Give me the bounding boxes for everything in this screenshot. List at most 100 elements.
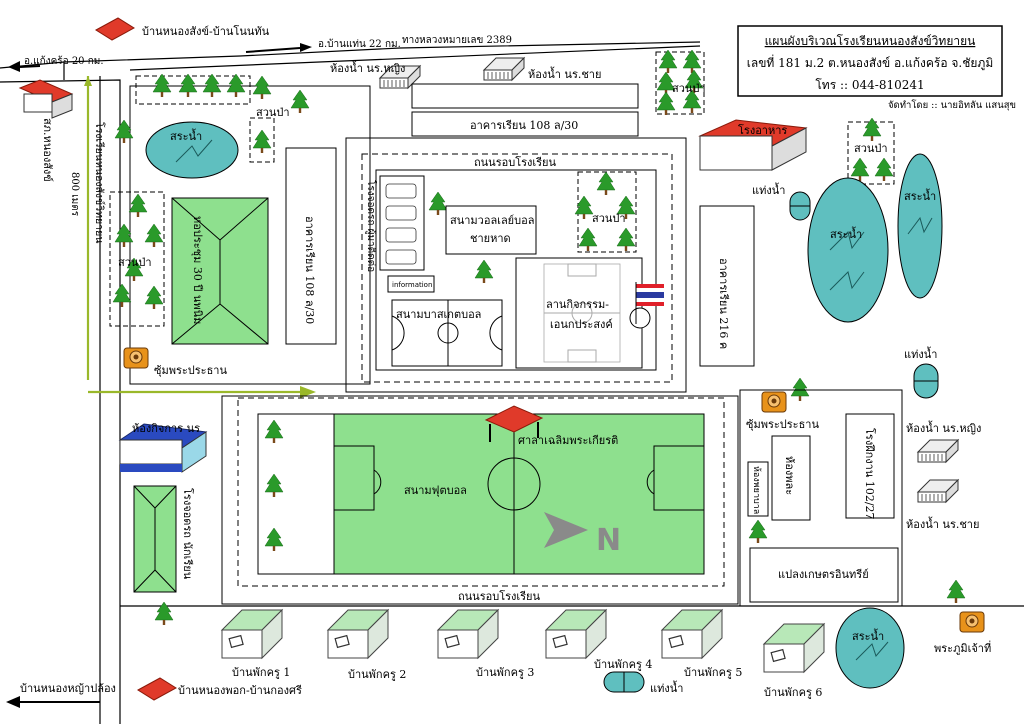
toilet-icon (917, 479, 959, 503)
farm-label: แปลงเกษตรอินทรีย์ (778, 568, 869, 581)
garden-top-right: สวนป่า (655, 49, 706, 116)
police-box: สภ.หนองสังข์ (18, 79, 74, 182)
garden-label: สวนป่า (592, 212, 626, 225)
basketball-label: สนามบาสเกตบอล (396, 308, 481, 321)
beach-volleyball: สนามวอลเลย์บอล ชายหาด (445, 205, 537, 255)
auditorium: หอประชุม 30 ปี นพนิม (171, 197, 269, 345)
pavilion-label: ศาลาเฉลิมพระเกียรติ (518, 434, 618, 447)
top-roads: บ้านหนองสังข์-บ้านโนนทัน อ.บ้านแท่น 22 ก… (24, 17, 512, 67)
house-label: บ้านพักครู 5 (684, 666, 742, 679)
parking-label: โรงจอดรถ ผู้มาติดต่อ (365, 180, 378, 272)
shrine-icon (959, 611, 985, 633)
water-tank-label: แท่งน้ำ (752, 182, 785, 197)
garden-label: สวนป่า (256, 106, 290, 119)
activity-room-label: ห้องกิจการ นร (132, 422, 200, 435)
toilet-male-top-label: ห้องน้ำ นร.ชาย (528, 66, 601, 81)
pond-label: สระน้ำ (852, 628, 884, 643)
shrine-icon (123, 347, 149, 369)
pe-room-label: ห้องพละ (783, 456, 796, 495)
building-216: อาคารเรียน 216 ค (699, 205, 755, 367)
football-label: สนามฟุตบอล (404, 484, 467, 497)
pe-room: ห้องพละ (771, 435, 811, 521)
bottom-left-road-label: บ้านหนองหญ้าปล้อง (20, 682, 116, 695)
info-author: จัดทำโดย :: นายอิทลัน แสนสุข (888, 99, 1016, 111)
nurse-room-label: ห้องพยาบาล (751, 466, 762, 514)
toilet-icon (483, 57, 525, 81)
water-tank-label: แท่งน้ำ (904, 346, 937, 361)
road-to-kaeng-khro: อ.แก้งคร้อ 20 กม. (24, 55, 104, 67)
basketball-court: สนามบาสเกตบอล (391, 299, 503, 367)
water-tank-bottom: แท่งน้ำ (603, 671, 683, 695)
garden-center: สวนป่า (574, 171, 637, 253)
building-216-label: อาคารเรียน 216 ค (717, 258, 730, 349)
multipurpose-label-2: เอนกประสงค์ (550, 318, 613, 331)
direction-arrows (6, 43, 312, 708)
pond-label: สระน้ำ (904, 188, 936, 203)
thai-flag-icon (629, 282, 664, 329)
garden-right: สวนป่า (847, 117, 895, 185)
info-box: แผนผังบริเวณโรงเรียนหนองสังข์วิทยายน เลข… (737, 25, 1016, 111)
village-roof-icon (95, 17, 135, 41)
garden-label: สวนป่า (854, 142, 888, 155)
house-label: บ้านพักครู 3 (476, 666, 534, 679)
nurse-room: ห้องพยาบาล (747, 461, 769, 517)
toilet-male-right-label: ห้องน้ำ นร.ชาย (906, 516, 979, 531)
garden-label: สวนป่า (672, 82, 706, 95)
police-box-label: สภ.หนองสังข์ (41, 118, 54, 182)
activity-room: ห้องกิจการ นร (118, 422, 208, 473)
water-tank-right: แท่งน้ำ (904, 346, 939, 399)
building-108-side-label: อาคารเรียน 108 ล/30 (303, 216, 316, 324)
student-parking-label: โรงจอดรถ นักเรียน (181, 488, 195, 580)
parking: โรงจอดรถ ผู้มาติดต่อ (365, 175, 425, 272)
info-phone: โทร :: 044-810241 (815, 78, 924, 92)
house-label: บ้านพักครู 1 (232, 666, 290, 679)
pond-top-left: สระน้ำ (145, 121, 239, 179)
cafeteria-label: โรงอาหาร (738, 123, 787, 137)
shrine-icon (761, 391, 787, 413)
toilet-female-top-label: ห้องน้ำ นร.หญิง (330, 60, 405, 75)
guardian-shrine-label: พระภูมิเจ้าที่ (934, 640, 991, 655)
highway-label: ทางหลวงหมายเลข 2389 (402, 35, 512, 46)
multipurpose-label: ลานกิจกรรม- (546, 298, 609, 311)
football-field: สนามฟุตบอล (257, 413, 705, 575)
garden-small-top: สวนป่า (249, 75, 310, 163)
shrine-right-label: ซุ้มพระประธาน (746, 418, 819, 431)
pond-label: สระน้ำ (830, 226, 862, 241)
pavilion: ศาลาเฉลิมพระเกียรติ (484, 405, 618, 447)
workshop-label: โรงฝึกงาน 102/27 (863, 428, 877, 520)
house-label: บ้านพักครู 4 (594, 658, 652, 671)
pond-bottom-right: สระน้ำ (835, 607, 905, 689)
auditorium-label: หอประชุม 30 ปี นพนิม (191, 216, 204, 324)
cafeteria: โรงอาหาร (698, 119, 808, 171)
ring-road-top-label: ถนนรอบโรงเรียน (474, 155, 556, 169)
teacher-houses: บ้านพักครู 1 บ้านพักครู 2 บ้านพักครู 3 บ… (221, 609, 825, 699)
pond-label: สระน้ำ (170, 128, 202, 143)
water-tank-top: แท่งน้ำ (752, 182, 811, 221)
north-arrow-icon: N (544, 512, 621, 558)
distance-label: 800 เมตร (69, 172, 80, 217)
pond-right-2: สระน้ำ (897, 153, 943, 299)
info-title: แผนผังบริเวณโรงเรียนหนองสังข์วิทยายน (765, 34, 976, 48)
walkway-path (86, 76, 300, 394)
building-108-top: อาคารเรียน 108 ล/30 (411, 83, 639, 137)
house-label: บ้านพักครู 6 (764, 686, 822, 699)
information-label: information (392, 281, 432, 289)
building-108-side: อาคารเรียน 108 ล/30 (285, 147, 337, 345)
bottom-village-road-label: บ้านหนองพอก-บ้านกองศรี (178, 684, 302, 697)
north-label: N (596, 523, 621, 558)
shrine-left-label: ซุ้มพระประธาน (154, 364, 227, 377)
info-address: เลขที่ 181 ม.2 ต.หนองสังข์ อ.แก้งคร้อ จ.… (747, 54, 993, 71)
ring-road-bottom-label: ถนนรอบโรงเรียน (458, 589, 540, 603)
school-name-vertical: โรงเรียนหนองสังข์วิทยายน (93, 122, 106, 243)
information-kiosk: information (387, 275, 435, 293)
pond-right-1: สระน้ำ (807, 177, 889, 323)
beach-volleyball-label-2: ชายหาด (470, 232, 511, 245)
garden-left: สวนป่า (109, 191, 165, 327)
village-roof-icon (137, 677, 177, 701)
student-parking: โรงจอดรถ นักเรียน (133, 485, 195, 593)
multipurpose-yard: ลานกิจกรรม- เอนกประสงค์ (515, 257, 643, 369)
garden-top-strip (135, 73, 251, 105)
garden-label: สวนป่า (118, 256, 152, 269)
workshop: โรงฝึกงาน 102/27 (845, 413, 895, 520)
